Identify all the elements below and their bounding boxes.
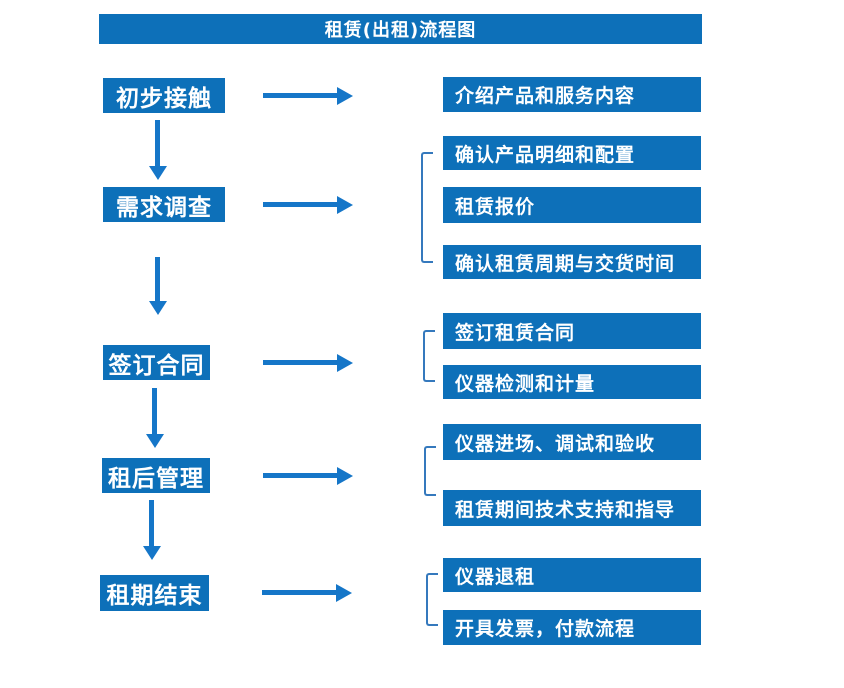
arrow-down-icon xyxy=(143,500,161,560)
detail-box-sign-rental-contract: 签订租赁合同 xyxy=(443,313,701,349)
arrow-right-icon xyxy=(263,196,353,214)
arrow-right-icon xyxy=(263,354,353,372)
detail-box-rental-quote: 租赁报价 xyxy=(443,187,701,223)
arrow-shaft xyxy=(263,93,339,98)
bracket-icon xyxy=(426,573,438,626)
flowchart-title: 租赁(出租)流程图 xyxy=(99,14,702,44)
bracket-icon xyxy=(421,152,433,263)
arrow-head xyxy=(337,354,353,372)
arrow-down-icon xyxy=(146,388,164,448)
arrow-head xyxy=(149,301,167,315)
arrow-head xyxy=(337,196,353,214)
arrow-right-icon xyxy=(263,467,353,485)
detail-box-confirm-period-delivery: 确认租赁周期与交货时间 xyxy=(443,245,701,279)
arrow-down-icon xyxy=(149,120,167,180)
arrow-shaft xyxy=(263,473,339,478)
arrow-shaft xyxy=(152,388,157,435)
detail-box-introduce-products: 介绍产品和服务内容 xyxy=(443,77,701,112)
arrow-shaft xyxy=(149,500,154,547)
detail-box-invoice-payment: 开具发票，付款流程 xyxy=(443,610,701,645)
step-box-sign-contract: 签订合同 xyxy=(103,345,210,380)
arrow-head xyxy=(143,546,161,560)
step-box-rental-end: 租期结束 xyxy=(100,575,209,611)
detail-box-instrument-return: 仪器退租 xyxy=(443,558,701,592)
arrow-head xyxy=(337,87,353,105)
arrow-right-icon xyxy=(262,584,352,602)
arrow-shaft xyxy=(263,360,339,365)
arrow-down-icon xyxy=(149,257,167,315)
detail-box-instrument-setup-acceptance: 仪器进场、调试和验收 xyxy=(443,424,701,460)
arrow-right-icon xyxy=(263,87,353,105)
detail-box-tech-support: 租赁期间技术支持和指导 xyxy=(443,490,701,526)
bracket-icon xyxy=(423,330,435,382)
arrow-head xyxy=(146,434,164,448)
arrow-head xyxy=(336,584,352,602)
arrow-head xyxy=(337,467,353,485)
step-box-initial-contact: 初步接触 xyxy=(103,78,225,113)
detail-box-confirm-product-config: 确认产品明细和配置 xyxy=(443,136,701,170)
arrow-shaft xyxy=(155,257,160,302)
detail-box-instrument-inspection: 仪器检测和计量 xyxy=(443,365,701,399)
arrow-shaft xyxy=(262,590,338,595)
step-box-needs-survey: 需求调查 xyxy=(103,187,225,222)
arrow-head xyxy=(149,166,167,180)
arrow-shaft xyxy=(263,202,339,207)
step-box-post-rental-management: 租后管理 xyxy=(102,458,210,493)
arrow-shaft xyxy=(155,120,160,167)
bracket-icon xyxy=(424,446,436,496)
